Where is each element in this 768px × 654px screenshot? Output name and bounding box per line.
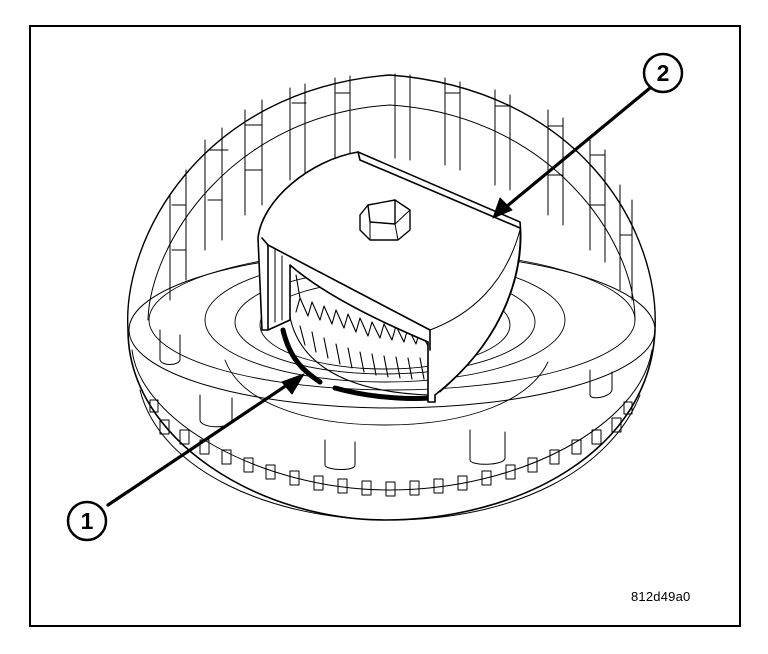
leader-arrow-1 xyxy=(106,373,305,507)
drum-lower-slots xyxy=(149,399,633,497)
compressor-tool xyxy=(257,151,522,403)
snap-ring-1 xyxy=(280,327,433,401)
callout-1-number: 1 xyxy=(81,508,94,534)
callout-2: 2 xyxy=(642,52,684,94)
callout-2-number: 2 xyxy=(657,60,670,86)
callout-1: 1 xyxy=(66,500,108,542)
hex-bolt xyxy=(359,199,411,241)
figure-id-label: 812d49a0 xyxy=(631,589,691,604)
drum-splines xyxy=(169,73,633,301)
leader-arrow-2 xyxy=(492,86,652,219)
